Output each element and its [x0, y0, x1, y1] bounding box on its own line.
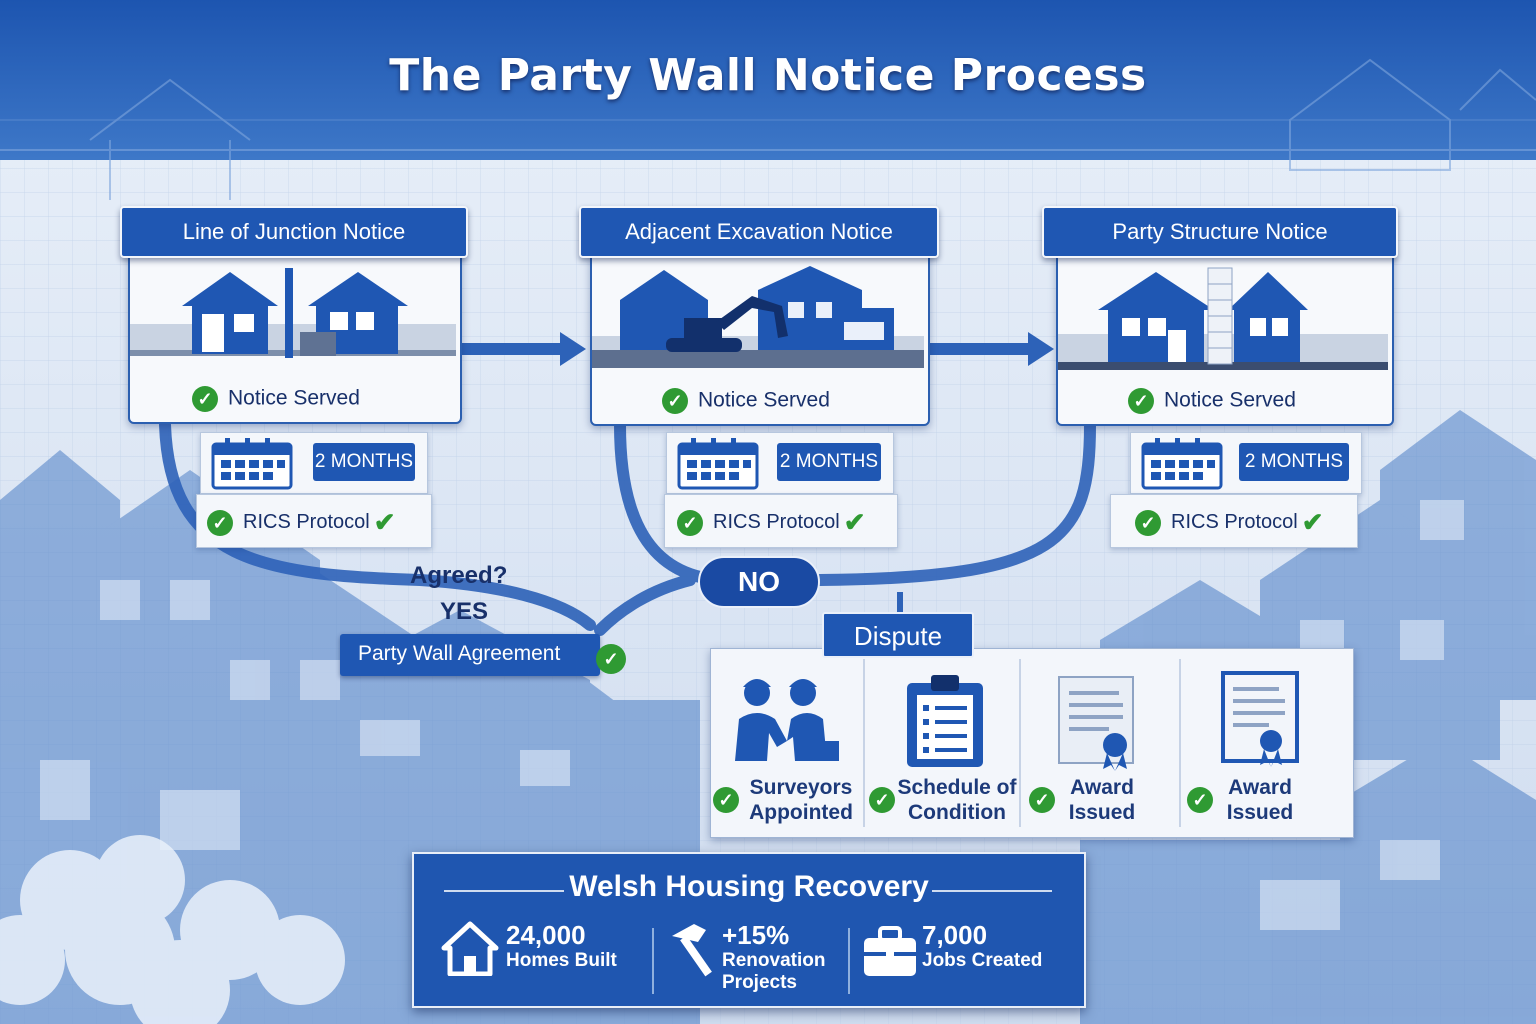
notice-card-adjacent-excavation: ✓ Notice Served — [590, 250, 930, 426]
rics-protocol-label: RICS Protocol — [713, 510, 840, 533]
tick-icon: ✔ — [373, 507, 396, 537]
notice-served-status: ✓ Notice Served — [662, 388, 830, 414]
briefcase-icon — [864, 926, 916, 976]
check-icon: ✓ — [869, 787, 895, 813]
period-badge: 2 MONTHS — [777, 443, 881, 481]
tick-icon: ✔ — [1301, 507, 1324, 537]
title-rule-left — [444, 890, 564, 892]
house-icon — [441, 921, 499, 976]
rics-protocol-status: ✓ RICS Protocol✔ — [1135, 507, 1324, 538]
page-title: The Party Wall Notice Process — [389, 50, 1147, 101]
step-label-line: Issued — [1226, 801, 1294, 824]
title-rule-right — [932, 890, 1052, 892]
excavation-illustration — [592, 266, 924, 368]
notice-header-label: Adjacent Excavation Notice — [625, 219, 893, 244]
rics-protocol-label: RICS Protocol — [243, 510, 370, 533]
document-seal-icon — [1058, 676, 1134, 771]
rics-protocol-status: ✓ RICS Protocol✔ — [677, 507, 866, 538]
step-label-line: Condition — [908, 801, 1006, 824]
homes-built-value: 24,000 — [506, 920, 586, 950]
step-award-issued-final: ✓ Award Issued — [1187, 775, 1307, 825]
two-month-period-box: 2 MONTHS — [1130, 432, 1362, 494]
rics-protocol-status: ✓ RICS Protocol✔ — [207, 507, 396, 538]
notice-served-status: ✓ Notice Served — [192, 386, 360, 412]
calendar-icon — [211, 438, 293, 490]
agreed-question: Agreed? — [410, 562, 508, 589]
step-label-line: Surveyors — [749, 776, 853, 799]
check-icon: ✓ — [1135, 509, 1161, 536]
step-label-line: Schedule of — [897, 776, 1017, 799]
step-award-issued: ✓ Award Issued — [1029, 775, 1149, 825]
notice-served-status: ✓ Notice Served — [1128, 388, 1296, 414]
check-icon: ✓ — [677, 509, 703, 536]
caption-line: Projects — [722, 972, 797, 993]
party-structure-illustration — [1058, 267, 1388, 370]
notice-header-adjacent-excavation: Adjacent Excavation Notice — [579, 206, 939, 258]
check-icon: ✓ — [207, 509, 233, 536]
check-icon: ✓ — [1128, 388, 1154, 414]
renovation-projects-value: +15% — [722, 920, 790, 950]
jobs-created-caption: Jobs Created — [922, 950, 1043, 971]
two-month-period-box: 2 MONTHS — [200, 432, 428, 494]
check-icon: ✓ — [662, 388, 688, 414]
divider — [1019, 659, 1021, 827]
divider — [652, 928, 654, 994]
notice-header-label: Line of Junction Notice — [182, 219, 406, 244]
no-decision-pill: NO — [698, 556, 820, 608]
calendar-icon — [1141, 438, 1223, 490]
calendar-icon — [677, 438, 759, 490]
welsh-housing-recovery-panel: Welsh Housing Recovery 24,000 Homes Buil… — [412, 852, 1086, 1008]
dispute-label: Dispute — [822, 612, 974, 658]
homes-built-caption: Homes Built — [506, 950, 617, 971]
divider — [863, 659, 865, 827]
step-schedule-of-condition: ✓ Schedule of Condition — [869, 775, 1019, 825]
step-label-line: Appointed — [749, 801, 853, 824]
divider — [848, 928, 850, 994]
period-badge: 2 MONTHS — [313, 443, 415, 481]
divider — [1179, 659, 1181, 827]
yes-label: YES — [440, 598, 489, 625]
rics-protocol-box: ✓ RICS Protocol✔ — [196, 494, 432, 548]
check-icon: ✓ — [713, 787, 739, 813]
dispute-panel: ✓ Surveyors Appointed ✓ Schedule of Cond… — [710, 648, 1354, 838]
notice-served-label: Notice Served — [228, 386, 360, 410]
notice-card-line-of-junction: ✓ Notice Served — [128, 250, 462, 424]
notice-header-line-of-junction: Line of Junction Notice — [120, 206, 468, 258]
step-surveyors-appointed: ✓ Surveyors Appointed — [713, 775, 863, 825]
check-icon: ✓ — [1029, 787, 1055, 813]
notice-card-party-structure: ✓ Notice Served — [1056, 252, 1394, 426]
notice-header-label: Party Structure Notice — [1112, 219, 1328, 244]
two-month-period-box: 2 MONTHS — [666, 432, 894, 494]
rics-protocol-box: ✓ RICS Protocol✔ — [1110, 494, 1358, 548]
notice-served-label: Notice Served — [1164, 388, 1296, 412]
check-icon: ✓ — [1187, 787, 1213, 813]
houses-boundary-illustration — [130, 268, 456, 358]
notice-header-party-structure: Party Structure Notice — [1042, 206, 1398, 258]
party-wall-agreement-box: Party Wall Agreement — [340, 634, 600, 676]
agreement-label: Party Wall Agreement — [358, 642, 561, 665]
caption-line: Renovation — [722, 950, 826, 971]
surveyors-handshake-icon — [735, 679, 839, 761]
hammer-icon — [672, 924, 712, 977]
jobs-created-value: 7,000 — [922, 920, 988, 950]
rics-protocol-label: RICS Protocol — [1171, 510, 1298, 533]
stats-title: Welsh Housing Recovery — [569, 870, 929, 903]
step-label-line: Award — [1228, 776, 1292, 799]
step-label-line: Issued — [1068, 801, 1136, 824]
check-icon: ✓ — [192, 386, 218, 412]
period-badge: 2 MONTHS — [1239, 443, 1349, 481]
tick-icon: ✔ — [843, 507, 866, 537]
agreement-check-icon: ✓ — [596, 644, 626, 674]
rics-protocol-box: ✓ RICS Protocol✔ — [664, 494, 898, 548]
renovation-projects-caption: Renovation Projects — [722, 950, 825, 994]
certificate-icon — [1221, 671, 1299, 767]
clipboard-icon — [907, 675, 983, 767]
step-label-line: Award — [1070, 776, 1134, 799]
notice-served-label: Notice Served — [698, 388, 830, 412]
